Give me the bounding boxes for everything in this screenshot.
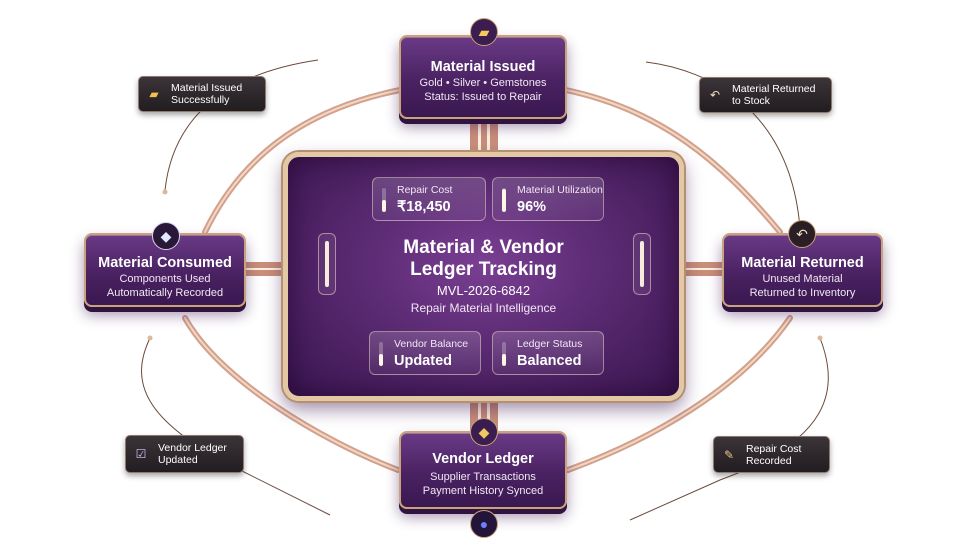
vendor-ledger-title: Vendor Ledger [432, 451, 534, 467]
vendor-balance-stat: Vendor Balance Updated [369, 331, 481, 375]
material-utilization-gauge [502, 188, 506, 212]
material-issued-line1: Gold • Silver • Gemstones [419, 77, 547, 89]
material-consumed-line2: Automatically Recorded [106, 287, 224, 299]
return-arrow-icon: ↶ [788, 220, 816, 248]
ledger-tracking-panel: Repair Cost ₹18,450 Material Utilization… [283, 152, 684, 401]
returned-callout-line1: Material Returned [732, 83, 816, 95]
material-returned-line1: Unused Material [762, 273, 843, 285]
material-returned-line2: Returned to Inventory [749, 287, 856, 299]
vendor-balance-value: Updated [394, 353, 452, 369]
vendor-callout-line1: Vendor Ledger [158, 442, 227, 454]
repair-cost-gauge [382, 188, 386, 212]
vendor-ledger-line1: Supplier Transactions [430, 471, 536, 483]
panel-title: Material & Vendor Ledger Tracking [288, 237, 679, 281]
gold-gem-icon: ◆ [470, 418, 498, 446]
vendor-ledger-updated-callout: ☑ Vendor Ledger Updated [125, 435, 244, 473]
material-consumed-title: Material Consumed [98, 255, 232, 271]
repair-callout-line1: Repair Cost [746, 442, 802, 455]
panel-subtitle: Repair Material Intelligence [410, 301, 557, 315]
ledger-status-gauge [502, 342, 506, 366]
returned-to-stock-callout: ↶ Material Returned to Stock [699, 77, 832, 113]
vendor-callout-line2: Updated [158, 454, 198, 466]
returned-callout-line2: to Stock [732, 95, 770, 107]
gold-bar-icon: ▰ [470, 18, 498, 46]
diamond-icon: ◆ [152, 222, 180, 250]
material-utilization-label: Material Utilization [517, 184, 603, 196]
material-returned-title: Material Returned [741, 255, 864, 271]
ledger-id: MVL-2026-6842 [436, 283, 531, 298]
issued-callout-line1: Material Issued [171, 82, 243, 94]
panel-title-line2: Ledger Tracking [410, 259, 557, 280]
repair-cost-recorded-callout: ✎ Repair Cost Recorded [713, 436, 830, 473]
vendor-ledger-line2: Payment History Synced [422, 485, 544, 497]
vendor-balance-label: Vendor Balance [394, 338, 469, 350]
ledger-status-label: Ledger Status [517, 338, 583, 350]
left-level-indicator [318, 233, 336, 295]
vendor-balance-gauge [379, 342, 383, 366]
right-level-indicator [633, 233, 651, 295]
pencil-icon: ✎ [723, 447, 735, 462]
repair-callout-line2: Recorded [746, 454, 792, 467]
gold-bar-icon: ▰ [149, 87, 159, 101]
issued-successfully-callout: ▰ Material Issued Successfully [138, 76, 266, 112]
ledger-status-stat: Ledger Status Balanced [492, 331, 604, 375]
checkbox-icon: ☑ [135, 447, 147, 461]
material-consumed-line1: Components Used [119, 273, 211, 285]
material-utilization-stat: Material Utilization 96% [492, 177, 604, 221]
issued-callout-line2: Successfully [171, 94, 230, 106]
material-utilization-value: 96% [517, 199, 547, 215]
material-issued-node[interactable]: Material Issued Gold • Silver • Gemstone… [399, 35, 567, 119]
sapphire-icon: ● [470, 510, 498, 538]
return-arrow-icon: ↶ [709, 88, 721, 102]
material-issued-title: Material Issued [430, 59, 536, 75]
material-issued-line2: Status: Issued to Repair [424, 91, 542, 103]
ledger-status-value: Balanced [517, 353, 582, 369]
panel-title-line1: Material & Vendor [403, 237, 564, 258]
repair-cost-value: ₹18,450 [397, 199, 451, 215]
repair-cost-stat: Repair Cost ₹18,450 [372, 177, 486, 221]
repair-cost-label: Repair Cost [397, 184, 453, 196]
